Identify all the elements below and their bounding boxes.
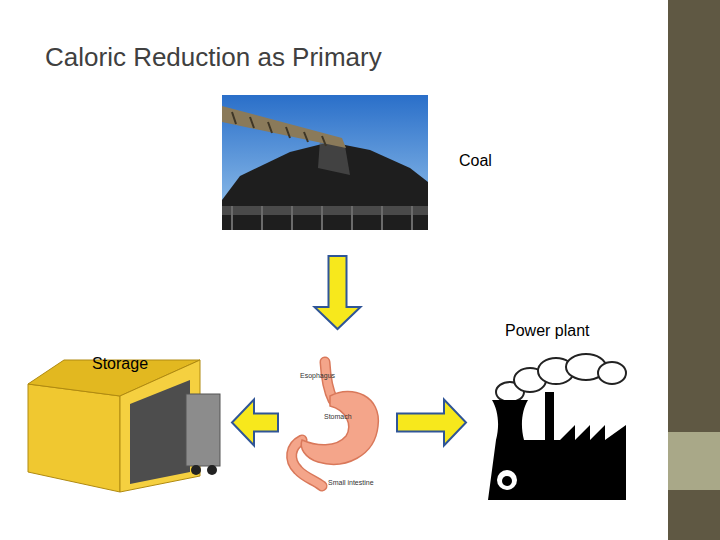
node-label: Esophagus (300, 372, 335, 380)
node-label: Small intestine (328, 479, 374, 487)
trailer (186, 394, 220, 466)
sky (222, 95, 428, 230)
illustration-node: Power plant (478, 355, 628, 500)
rail-posts (232, 206, 412, 230)
node-label: Coal (459, 152, 492, 170)
illustration-node: Storage (25, 355, 220, 495)
node-label: Power plant (505, 322, 590, 340)
wheel (191, 465, 201, 475)
conveyor (222, 106, 346, 148)
coal-photo (222, 95, 428, 230)
illustration-node: EsophagusStomachSmall intestine (290, 355, 385, 490)
block-arrow (232, 400, 278, 446)
side-accent (668, 432, 720, 490)
chimney (545, 392, 554, 442)
wheel (207, 465, 217, 475)
factory-building (524, 425, 626, 500)
building-side (28, 384, 120, 492)
conveyor-truss (232, 112, 326, 146)
side-band (668, 0, 720, 540)
power-plant-icon (488, 354, 626, 500)
slide-title: Caloric Reduction as Primary (45, 42, 382, 73)
plant-emblem (497, 470, 517, 490)
illustration-node: Coal (222, 95, 428, 230)
node-label: Stomach (324, 413, 352, 421)
stomach-drawing (292, 362, 379, 486)
block-arrow (397, 400, 466, 446)
rail-structure (222, 206, 428, 215)
block-arrow (315, 256, 361, 329)
stomach-body (301, 391, 378, 464)
storage-building (28, 360, 220, 492)
plant-emblem-core (502, 476, 512, 486)
node-label: Storage (92, 355, 148, 373)
open-door (130, 380, 190, 484)
smoke (598, 362, 626, 384)
